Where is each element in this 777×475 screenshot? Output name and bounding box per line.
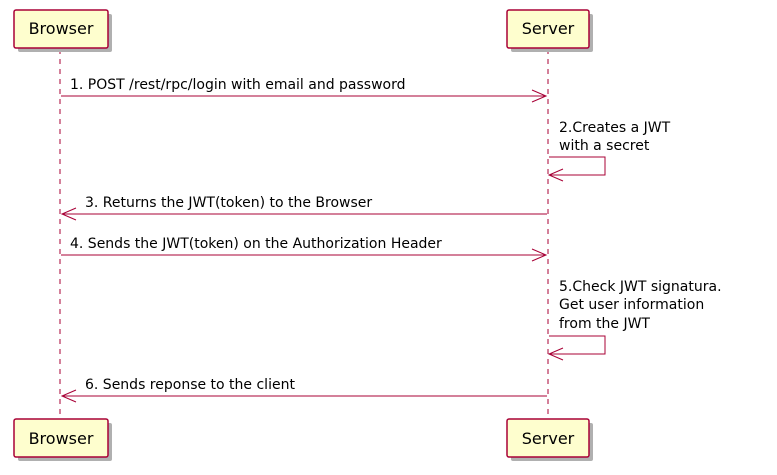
message-5: 5.Check JWT signatura. Get user informat… [547,279,722,361]
message-1-label: 1. POST /rest/rpc/login with email and p… [70,77,406,93]
participant-browser-label: Browser [29,19,94,38]
participant-server-bottom: Server [506,418,593,461]
message-5-label-line-1: 5.Check JWT signatura. [559,279,722,295]
message-4-label: 4. Sends the JWT(token) on the Authoriza… [70,236,442,252]
participant-server-label-bottom: Server [522,429,575,448]
participant-browser-bottom: Browser [13,418,112,461]
message-2-label-line-2: with a secret [559,138,650,154]
participant-server-label: Server [522,19,575,38]
message-2: 2.Creates a JWT with a secret [547,120,671,182]
message-3: 3. Returns the JWT(token) to the Browser [60,195,547,221]
message-6: 6. Sends reponse to the client [60,377,547,403]
participant-browser-top: Browser [13,9,112,52]
message-1: 1. POST /rest/rpc/login with email and p… [61,77,548,103]
message-2-label-line-1: 2.Creates a JWT [559,120,671,136]
participant-browser-label-bottom: Browser [29,429,94,448]
message-6-label: 6. Sends reponse to the client [85,377,295,393]
participant-server-top: Server [506,9,593,52]
message-4: 4. Sends the JWT(token) on the Authoriza… [61,236,548,262]
message-5-label-line-3: from the JWT [559,316,650,332]
message-3-label: 3. Returns the JWT(token) to the Browser [85,195,372,211]
message-5-label-line-2: Get user information [559,297,704,313]
